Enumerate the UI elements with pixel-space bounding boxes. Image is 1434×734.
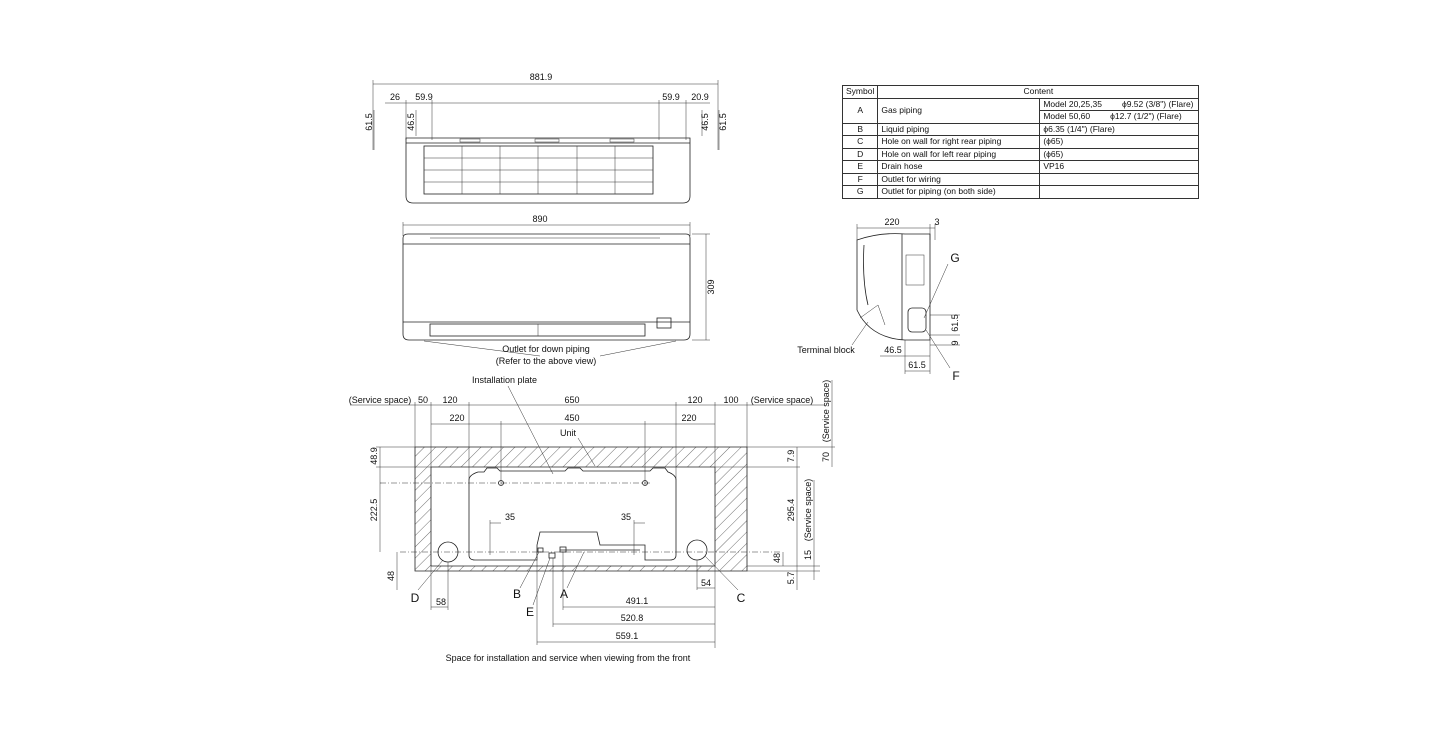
header-content: Content [877,85,1200,99]
dim-48.9: 48.9 [369,447,379,465]
top-view: 881.9 26 59.9 59.9 20.9 46.5 61.5 46.5 6… [364,72,728,204]
dim-222.5: 222.5 [369,499,379,522]
dim-15: 15 [803,550,813,560]
dim-h2-right: 61.5 [718,113,728,131]
dim-50: 50 [418,395,428,405]
note-refer: (Refer to the above view) [496,356,597,366]
dim-right2: 20.9 [691,92,709,102]
dim-side-v1: 61.5 [950,314,960,332]
service-space-left: (Service space) [349,395,412,405]
dim-295.4: 295.4 [786,499,796,522]
dim-right1: 59.9 [662,92,680,102]
label-unit: Unit [560,428,577,438]
dim-120-left: 120 [442,395,457,405]
dim-side-d1: 46.5 [884,345,902,355]
header-symbol: Symbol [841,85,879,99]
dim-120-right: 120 [687,395,702,405]
dim-depth: 220 [884,217,899,227]
dim-100: 100 [723,395,738,405]
service-space-right: (Service space) [751,395,814,405]
dim-48-right: 48 [772,553,782,563]
label-a: A [560,587,568,601]
table-header: Symbol Content [841,85,1200,99]
dim-h1-right: 46.5 [700,113,710,131]
dim-220-left: 220 [449,413,464,423]
dim-450: 450 [564,413,579,423]
dim-7.9: 7.9 [786,450,796,463]
caption: Space for installation and service when … [446,653,691,663]
label-c: C [737,591,746,605]
dim-left2: 59.9 [415,92,433,102]
dim-35-right: 35 [621,512,631,522]
dim-48-left: 48 [386,571,396,581]
dim-220-right: 220 [681,413,696,423]
note-down-piping: Outlet for down piping [502,344,590,354]
dim-35-left: 35 [505,512,515,522]
label-g: G [950,251,959,265]
label-e: E [526,605,534,619]
dim-side-v2: 9 [950,340,960,345]
dim-5.7: 5.7 [786,572,796,585]
dim-58: 58 [436,597,446,607]
dim-gap: 3 [934,217,939,227]
installation-view: (Service space) 50 120 650 120 100 (Serv… [349,375,835,663]
label-terminal-block: Terminal block [797,345,855,355]
label-b: B [513,587,521,601]
dim-70: 70 [821,452,831,462]
symbol-table: Symbol Content A Gas piping Model 20,25,… [841,85,1200,199]
front-view: 890 309 Outlet for down piping (Refer to… [402,214,716,366]
dim-front-width: 890 [532,214,547,224]
dim-front-height: 309 [706,279,716,294]
label-d: D [411,591,420,605]
dim-491.1: 491.1 [626,596,649,606]
dim-650: 650 [564,395,579,405]
dim-559.1: 559.1 [616,631,639,641]
service-space-top: (Service space) [821,380,831,443]
dim-h2-left: 61.5 [364,113,374,131]
service-space-bottom: (Service space) [803,479,813,542]
dim-width: 881.9 [530,72,553,82]
label-f: F [952,369,959,383]
dim-h1-left: 46.5 [406,113,416,131]
dim-side-d2: 61.5 [908,360,926,370]
dim-520.8: 520.8 [621,613,644,623]
side-view: 220 3 61.5 9 46.5 61.5 G F Terminal bloc… [797,217,960,383]
label-installation-plate: Installation plate [472,375,537,385]
dim-54: 54 [701,578,711,588]
dim-left1: 26 [390,92,400,102]
